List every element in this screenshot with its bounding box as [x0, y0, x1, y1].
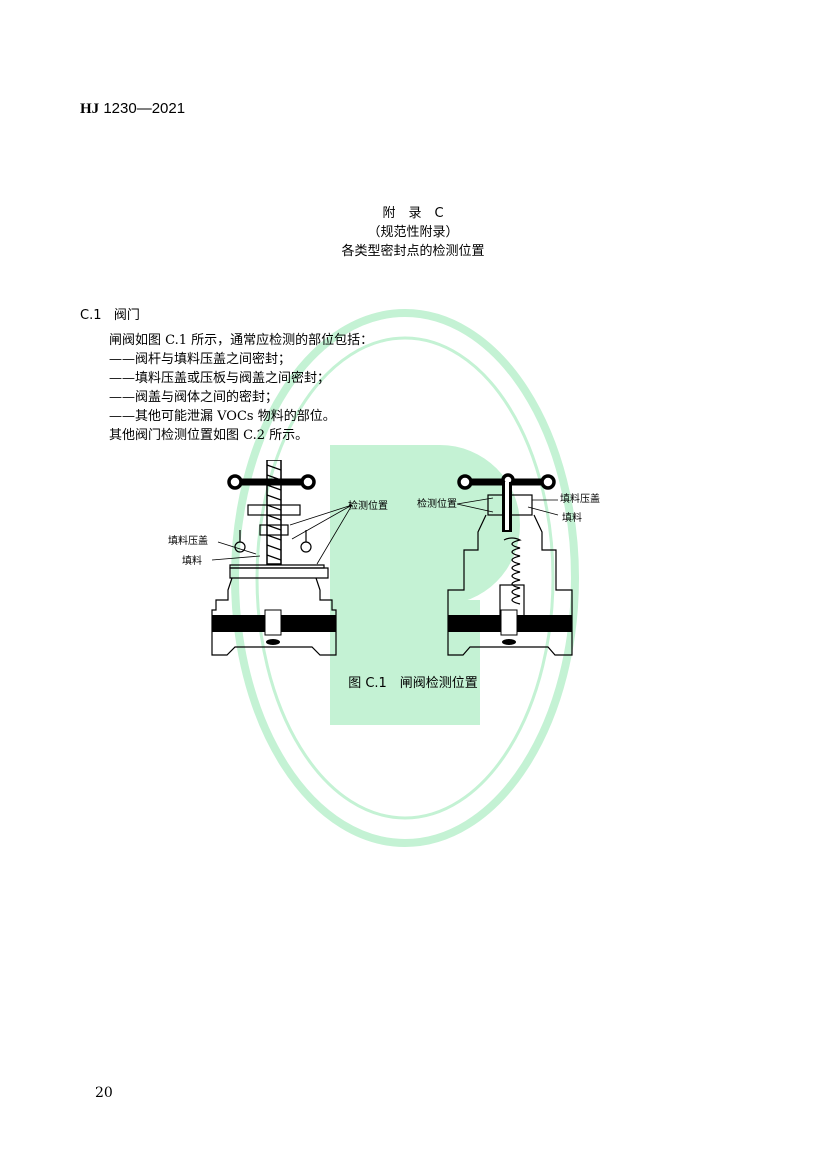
section-title: 阀门	[113, 308, 140, 323]
list-item: ——填料压盖或压板与阀盖之间密封；	[109, 371, 331, 386]
label-detect-right: 检测位置	[417, 497, 457, 510]
paragraph: 闸阀如图 C.1 所示，通常应检测的部位包括：	[109, 333, 374, 348]
label-gland-right: 填料压盖	[560, 492, 600, 505]
appendix-title: 附 录 C	[382, 206, 444, 221]
standard-code: HJ	[80, 101, 100, 117]
page-number: 20	[95, 1085, 113, 1101]
figure-caption: 图 C.1 闸阀检测位置	[348, 676, 478, 691]
list-item: ——阀盖与阀体之间的密封；	[109, 390, 279, 405]
list-item: ——其他可能泄漏 VOCs 物料的部位。	[109, 409, 336, 424]
label-detect-left: 检测位置	[348, 499, 388, 512]
gate-valve-figure: 检测位置 填料压盖 填料 检测位置 填料压盖 填料	[168, 460, 600, 656]
paragraph: 其他阀门检测位置如图 C.2 所示。	[109, 428, 309, 443]
label-packing-right: 填料	[562, 511, 582, 524]
document-header: HJ 1230—2021	[80, 100, 185, 118]
section-heading: C.1 阀门	[80, 304, 140, 323]
standard-number: 1230—2021	[103, 100, 186, 117]
label-gland-left: 填料压盖	[168, 534, 208, 547]
appendix-heading: 各类型密封点的检测位置	[341, 244, 485, 259]
section-number: C.1	[80, 308, 102, 323]
list-item: ——阀杆与填料压盖之间密封；	[109, 352, 292, 367]
label-packing-left: 填料	[182, 554, 202, 567]
appendix-subtitle: （规范性附录）	[367, 225, 459, 240]
